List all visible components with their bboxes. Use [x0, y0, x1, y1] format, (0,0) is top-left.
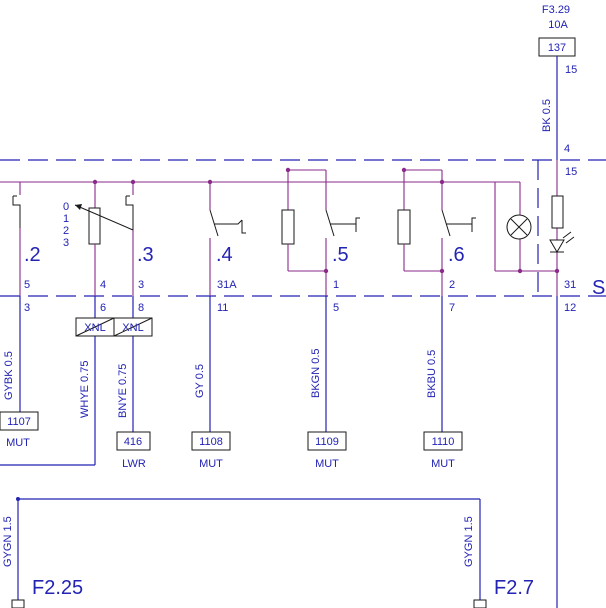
terminal-1107 — [0, 411, 39, 431]
channel-6-label: .6 — [448, 244, 465, 266]
fuse-terminal-number: 137 — [548, 42, 566, 54]
edge-letter: S — [592, 277, 605, 299]
svg-text:3: 3 — [24, 302, 30, 314]
svg-text:1108: 1108 — [199, 436, 223, 448]
led-icon — [549, 231, 575, 253]
switch-icon-3 — [125, 196, 134, 230]
wire-label-bkgn: BKGN 0.5 — [310, 348, 322, 398]
svg-text:XNL: XNL — [122, 322, 143, 334]
svg-text:MUT: MUT — [6, 437, 30, 449]
svg-text:1110: 1110 — [432, 436, 455, 448]
fuse-rating: 10A — [548, 19, 568, 31]
svg-text:8: 8 — [138, 302, 144, 314]
svg-text:2: 2 — [449, 279, 455, 291]
svg-text:11: 11 — [217, 302, 228, 314]
terminal-416 — [116, 431, 151, 451]
main-wire-label: BK 0.5 — [541, 99, 553, 132]
svg-text:XNL: XNL — [84, 322, 105, 334]
svg-text:MUT: MUT — [315, 458, 339, 470]
ground-wire-label-left: GYGN 1.5 — [2, 516, 14, 567]
main-pin-c: 31 — [564, 279, 576, 291]
fuse-ref: F3.29 — [542, 4, 570, 16]
fuse-pin: 15 — [565, 64, 577, 76]
svg-text:1109: 1109 — [315, 436, 339, 448]
wire-label-bnye: BNYE 0.75 — [117, 364, 129, 418]
svg-text:0: 0 — [63, 201, 69, 213]
wire-label-gy: GY 0.5 — [194, 364, 206, 398]
svg-text:7: 7 — [449, 302, 455, 314]
main-pin-a: 4 — [564, 143, 570, 155]
switch-icon-2 — [12, 196, 21, 228]
svg-text:2: 2 — [63, 225, 69, 237]
ground-ref-right: F2.7 — [494, 577, 534, 599]
main-pin-d: 12 — [564, 302, 576, 314]
svg-text:3: 3 — [138, 279, 144, 291]
channel-3-label: .3 — [137, 244, 154, 266]
svg-text:LWR: LWR — [122, 458, 146, 470]
svg-text:5: 5 — [24, 279, 30, 291]
relay-contact-6 — [441, 209, 451, 237]
resistor-icon — [551, 195, 564, 229]
relay-coil-5 — [281, 209, 295, 245]
svg-text:MUT: MUT — [199, 458, 223, 470]
svg-text:1107: 1107 — [7, 416, 31, 428]
svg-text:6: 6 — [100, 302, 106, 314]
svg-text:31A: 31A — [217, 279, 237, 291]
channel-2-label: .2 — [24, 244, 41, 266]
channel-4-label: .4 — [216, 244, 233, 266]
ground-wire-label-right: GYGN 1.5 — [463, 516, 475, 567]
main-pin-b: 15 — [565, 166, 577, 178]
svg-text:416: 416 — [124, 436, 142, 448]
svg-text:1: 1 — [63, 213, 69, 225]
svg-text:5: 5 — [333, 302, 339, 314]
switch-icon-4 — [209, 209, 219, 237]
relay-coil-6 — [397, 209, 411, 245]
ground-ref-left: F2.25 — [32, 577, 83, 599]
channel-5-label: .5 — [332, 244, 349, 266]
svg-text:1: 1 — [333, 279, 339, 291]
wire-label-whye: WHYE 0.75 — [79, 361, 91, 418]
relay-contact-5 — [325, 209, 335, 237]
wire-label-2: GYBK 0.5 — [3, 351, 15, 400]
svg-text:3: 3 — [63, 237, 69, 249]
terminal-1108 — [191, 431, 231, 451]
svg-text:4: 4 — [100, 279, 106, 291]
svg-text:MUT: MUT — [431, 458, 455, 470]
wire-label-bkbu: BKBU 0.5 — [426, 350, 438, 398]
terminal-1109 — [307, 431, 347, 451]
terminal-1110 — [423, 431, 463, 451]
